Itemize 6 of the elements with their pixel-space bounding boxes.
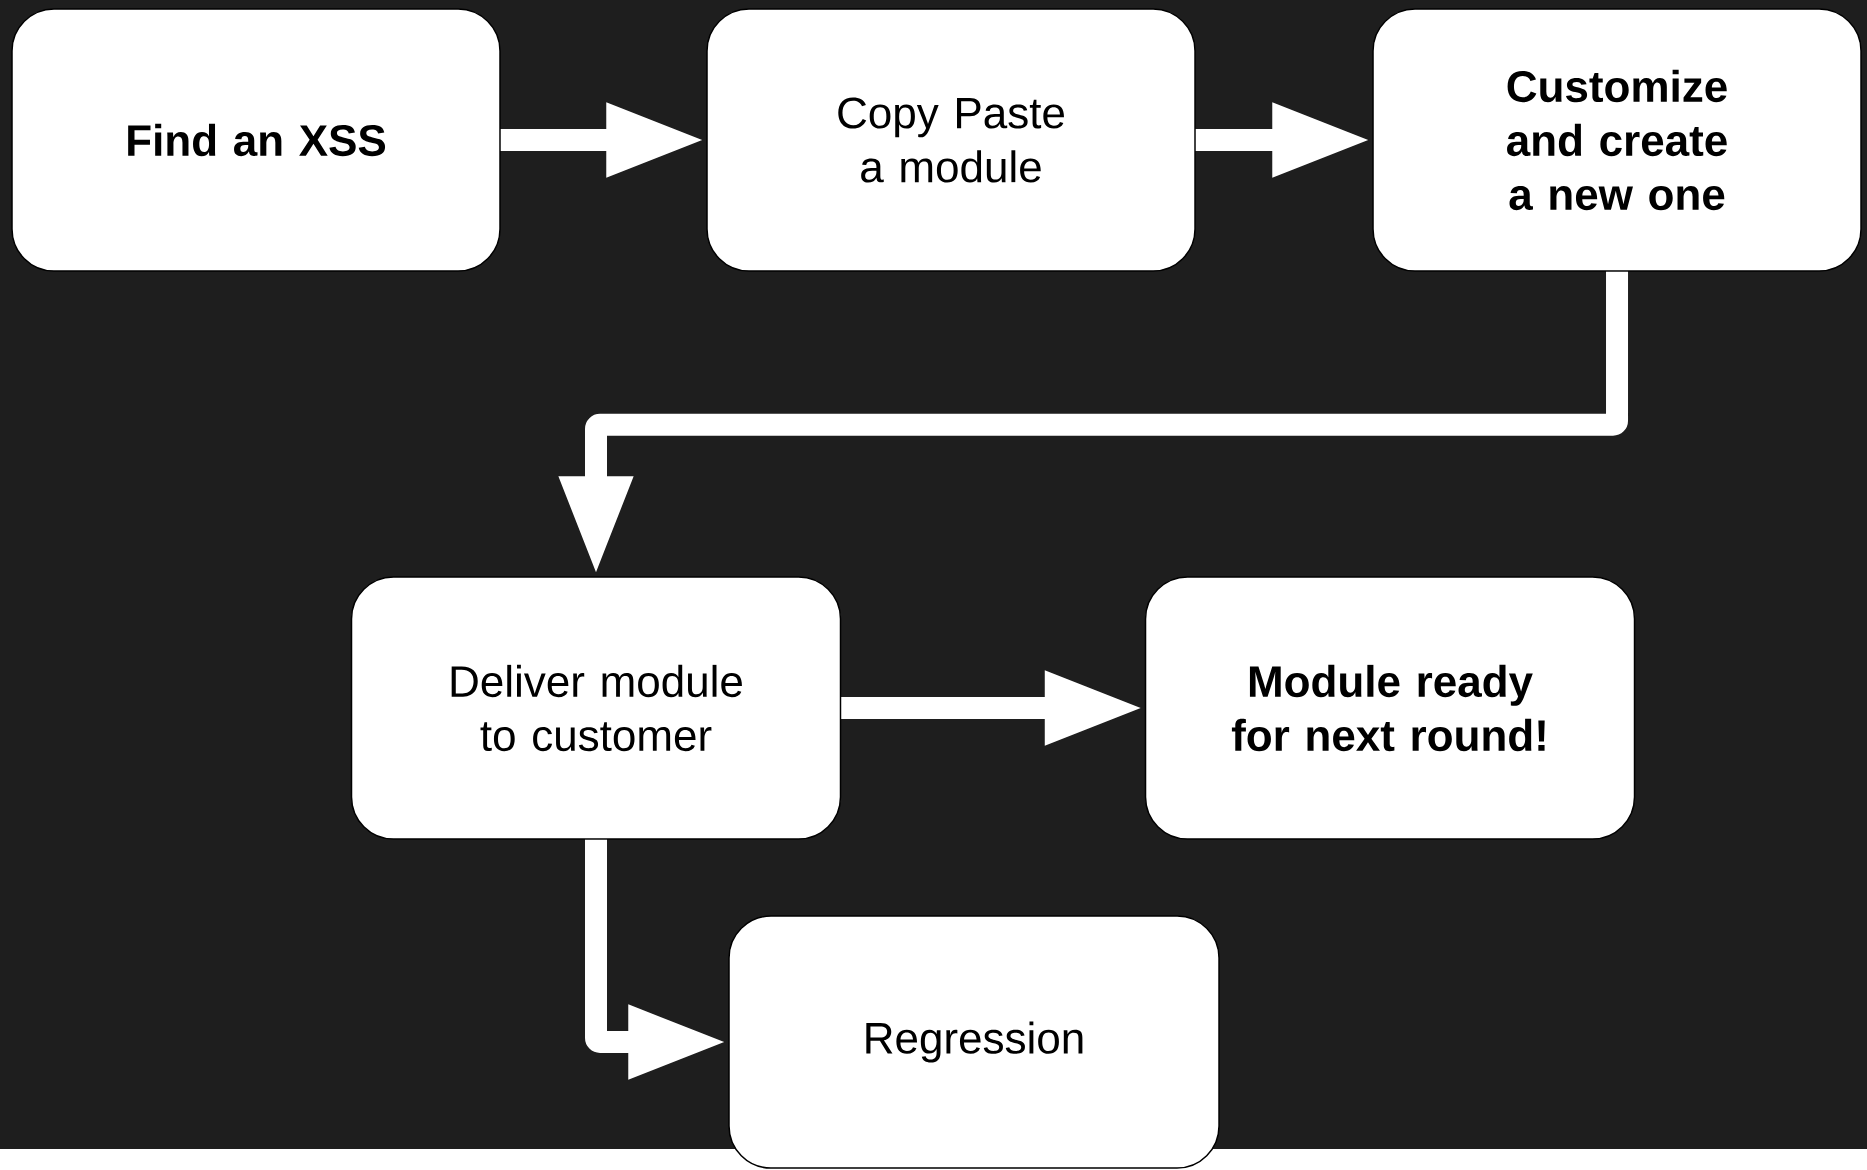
process-box: Deliver module to customer [350, 576, 842, 840]
process-box: Regression [728, 915, 1220, 1169]
process-box: Customize and create a new one [1372, 8, 1862, 272]
process-box: Module ready for next round! [1144, 576, 1636, 840]
process-box: Copy Paste a module [706, 8, 1196, 272]
process-box: Find an XSS [11, 8, 501, 272]
